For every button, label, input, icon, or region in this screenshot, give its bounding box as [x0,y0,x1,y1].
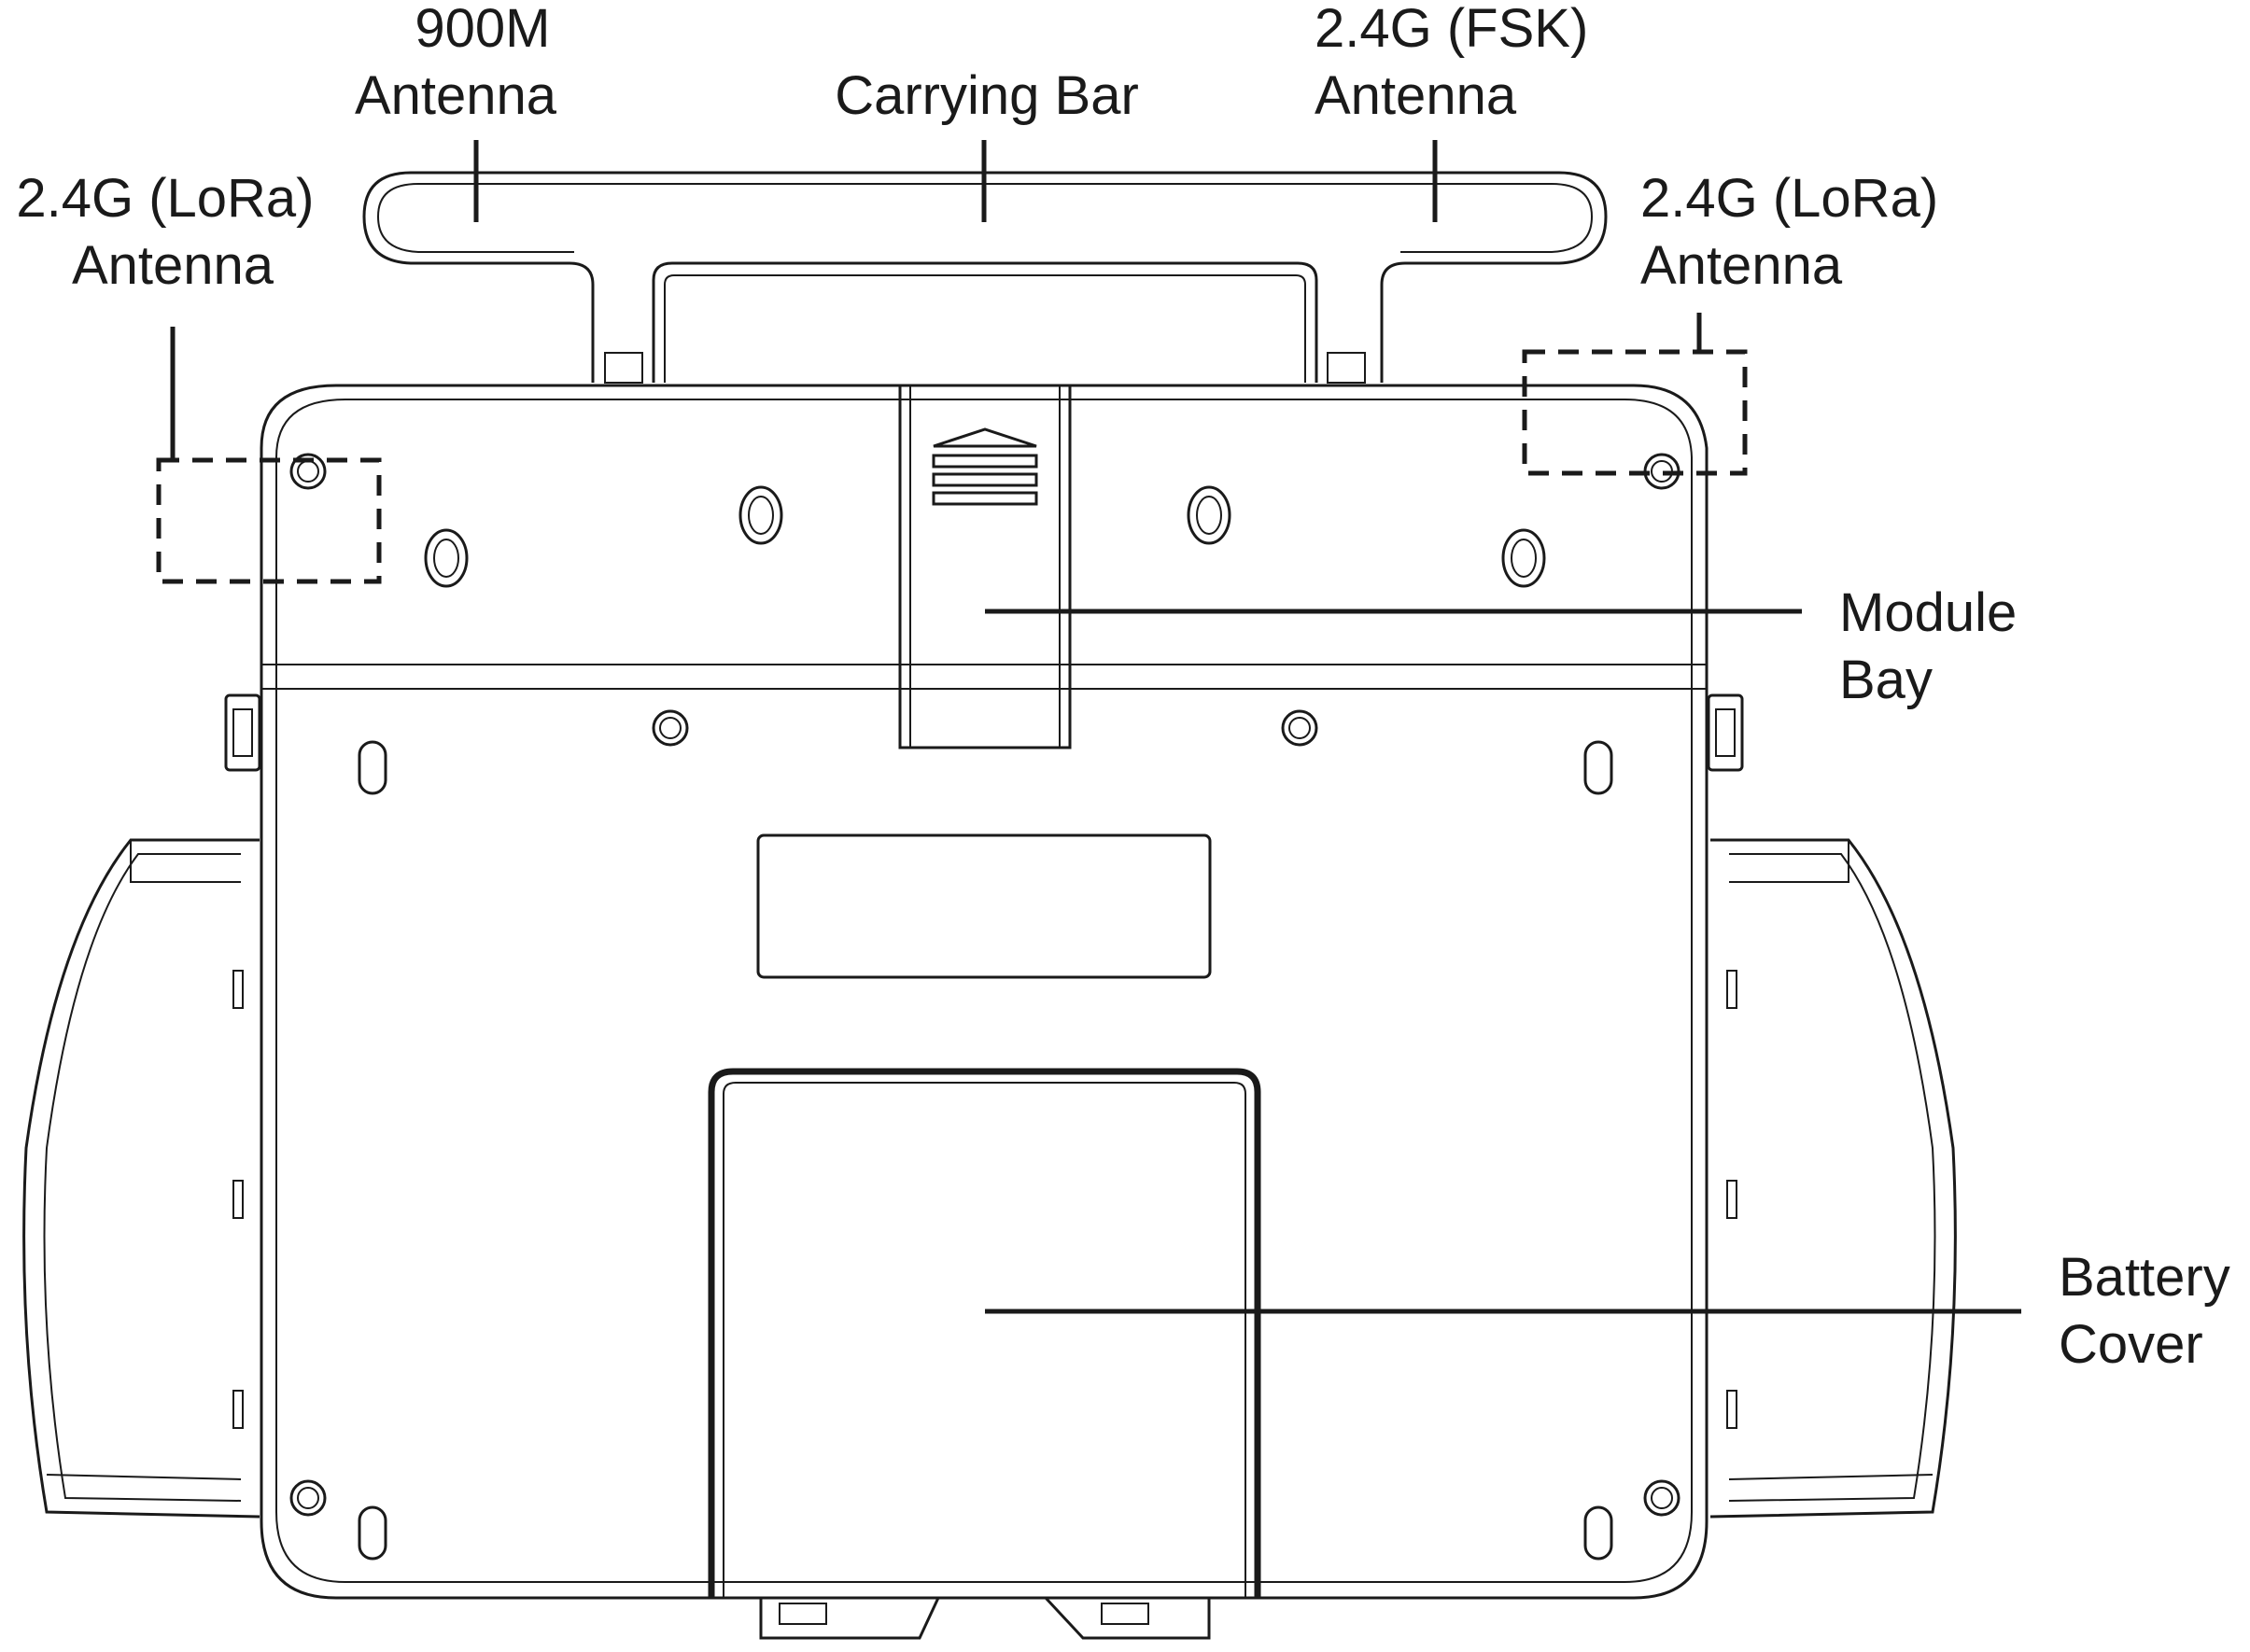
screw-holes [289,453,1680,1561]
lora-antenna-zone-left [156,457,382,584]
battery-cover [708,1068,1261,1640]
left-grip [22,838,260,1519]
label-battery-cover: Battery Cover [2059,1247,2245,1375]
label-fsk-antenna: 2.4G (FSK) Antenna [1315,0,1603,126]
carrying-bar [362,171,1608,384]
leader-lines [170,140,2021,1314]
label-lora-antenna-right: 2.4G (LoRa) Antenna [1640,168,1953,296]
label-plate [756,833,1212,979]
label-carrying-bar: Carrying Bar [835,65,1139,126]
right-grip [1709,838,1957,1519]
transmitter-body [224,384,1744,1600]
label-900m-antenna: 900M Antenna [355,0,566,126]
lora-antenna-zone-right [1522,349,1748,476]
label-module-bay: Module Bay [1839,582,2032,710]
module-bay [898,384,1072,749]
label-lora-antenna-left: 2.4G (LoRa) Antenna [16,168,329,296]
